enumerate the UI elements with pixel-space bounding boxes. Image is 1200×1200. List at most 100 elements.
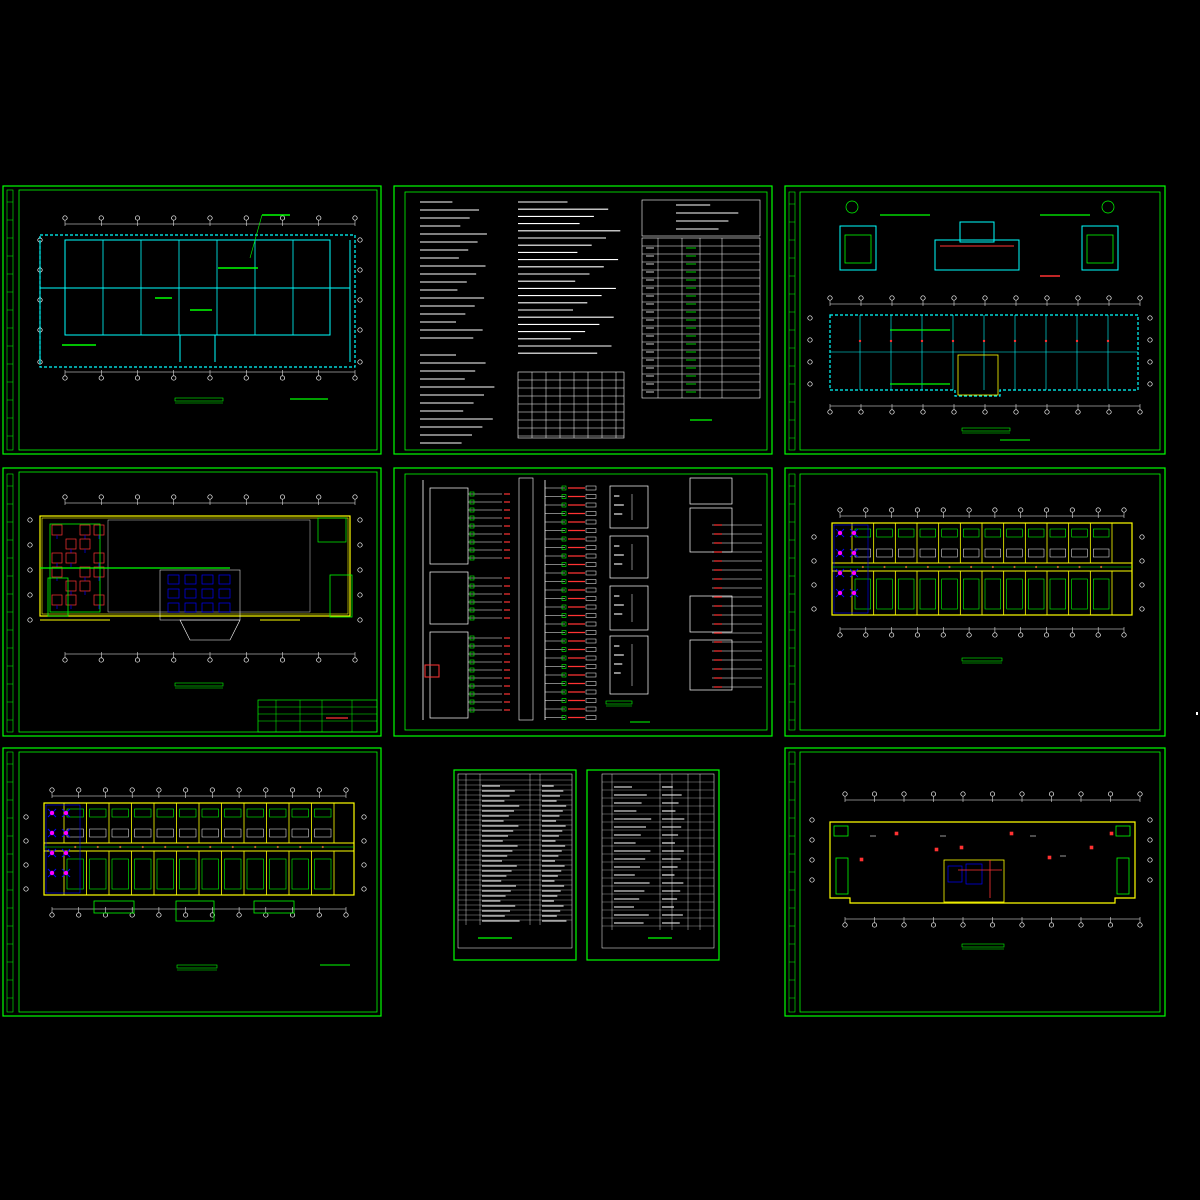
axis-bubble-left: [27, 517, 33, 523]
axis-bubble-left: [27, 542, 33, 548]
axis-bubble-top: [207, 494, 213, 500]
axis-bubble-bottom: [49, 912, 55, 918]
axis-bubble-right: [1139, 534, 1145, 540]
room-furniture: [984, 548, 1001, 558]
circuit-tag: [585, 579, 597, 584]
axis-bubble-top: [1137, 295, 1143, 301]
axis-bubble-top: [316, 787, 322, 793]
axis-bubble-bottom: [889, 632, 895, 638]
roof-equipment-point: [1047, 855, 1052, 860]
axis-bubble-left: [27, 592, 33, 598]
distribution-board: [429, 571, 469, 625]
sheet-second-floor-plan[interactable]: [2, 747, 382, 1017]
sheet-border: [393, 467, 773, 737]
sheet-drawing-index[interactable]: [453, 769, 720, 961]
breaker: [469, 591, 475, 597]
axis-bubble-top: [289, 787, 296, 793]
sheet-roof-lightning-plan[interactable]: [2, 185, 382, 455]
breaker: [469, 659, 475, 665]
axis-bubble-bottom: [1137, 409, 1143, 415]
axis-bubble-right: [357, 567, 363, 573]
side-room: [47, 577, 69, 617]
ground-test-point: [951, 339, 955, 343]
sheet-first-floor-plan[interactable]: [2, 467, 382, 737]
circuit-tag: [585, 519, 597, 525]
sheet-design-notes[interactable]: [393, 185, 773, 455]
axis-bubble-right: [357, 617, 363, 623]
breaker: [561, 604, 567, 610]
room-fixture: [111, 808, 129, 818]
room-furniture: [201, 828, 219, 838]
axis-bubble-top: [316, 215, 322, 221]
stair-core: [957, 354, 999, 396]
axis-bubble-bottom: [1043, 632, 1050, 638]
circuit-tag: [585, 613, 597, 618]
sheet-distribution-system-diagram[interactable]: [393, 467, 773, 737]
exhaust-fan: [837, 550, 843, 556]
side-room: [329, 574, 353, 618]
axis-bubble-top: [76, 787, 82, 793]
axis-bubble-top: [171, 215, 177, 221]
axis-bubble-bottom: [98, 657, 104, 663]
room-furniture: [179, 828, 197, 838]
axis-bubble-top: [827, 295, 833, 301]
axis-bubble-top: [889, 507, 895, 513]
axis-bubble-top: [343, 787, 349, 793]
stair: [1116, 857, 1130, 895]
room-fixture: [134, 858, 152, 890]
axis-bubble-right: [1147, 337, 1153, 343]
exhaust-fan: [63, 830, 69, 836]
ground-test-point: [982, 339, 986, 343]
axis-bubble-right: [1139, 582, 1145, 588]
axis-bubble-left: [23, 886, 29, 892]
axis-bubble-bottom: [279, 657, 286, 663]
circuit-tag: [585, 698, 597, 703]
breaker: [469, 699, 475, 705]
breaker: [469, 555, 475, 561]
room-fixture: [134, 808, 152, 818]
room-fixture: [941, 528, 958, 538]
entrance-canopy: [179, 619, 241, 641]
circuit-tag: [585, 587, 597, 593]
room-fixture: [246, 808, 264, 818]
exhaust-fan: [851, 590, 857, 596]
axis-bubble-top: [62, 215, 68, 221]
room-fixture: [314, 808, 332, 818]
circuit-tag: [585, 655, 597, 661]
axis-bubble-top: [279, 494, 286, 500]
circuit-tag: [585, 502, 597, 508]
room-furniture: [134, 828, 152, 838]
axis-bubble-bottom: [889, 409, 895, 415]
sheet-top-floor-plan[interactable]: [784, 747, 1166, 1017]
axis-bubble-left: [809, 837, 815, 843]
axis-bubble-top: [1137, 791, 1143, 797]
room-furniture: [1006, 548, 1023, 558]
breaker: [469, 575, 475, 581]
sheet-grounding-plan[interactable]: [784, 185, 1166, 455]
axis-bubble-top: [129, 787, 135, 793]
load-table: [517, 371, 625, 439]
title-strip: [6, 473, 14, 733]
axis-bubble-left: [809, 857, 815, 863]
axis-bubble-bottom: [243, 657, 249, 663]
exhaust-fan: [837, 570, 843, 576]
room-fixture: [963, 528, 980, 538]
axis-bubble-top: [914, 507, 921, 513]
room-fixture: [179, 858, 197, 890]
room-fixture: [246, 858, 264, 890]
room-fixture: [156, 808, 174, 818]
axis-bubble-top: [236, 787, 242, 793]
building-outline-inner: [41, 517, 349, 615]
sheet-third-floor-plan[interactable]: [784, 467, 1166, 737]
ground-test-point: [920, 339, 924, 343]
legend-header-table: [641, 199, 761, 237]
main-switchboard: [689, 477, 733, 505]
axis-bubble-right: [1147, 817, 1153, 823]
axis-bubble-right: [361, 886, 367, 892]
breaker: [561, 630, 567, 635]
axis-bubble-left: [27, 617, 33, 623]
breaker: [469, 507, 475, 513]
room-furniture: [963, 548, 980, 558]
sheet-border: [784, 747, 1166, 1017]
